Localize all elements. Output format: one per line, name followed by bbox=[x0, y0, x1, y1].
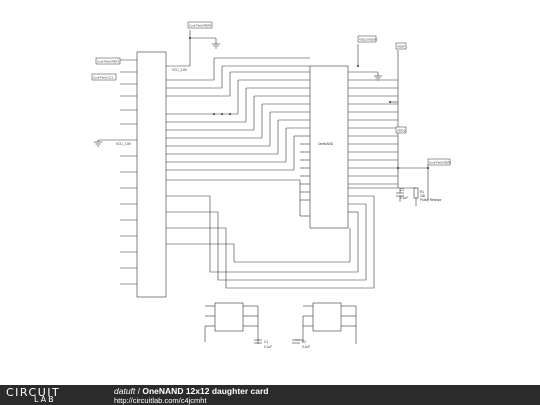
logo-text-bottom: LAB bbox=[34, 395, 56, 404]
cap1-value: 0.1uF bbox=[264, 345, 272, 349]
ic1-body bbox=[136, 51, 167, 298]
net-label-cc1: Conf Field CC1 bbox=[93, 76, 114, 80]
logo-text-top: CIRCUIT bbox=[6, 386, 61, 399]
net-labels: Conf Field REF0 Conf Field REF1 Conf Fie… bbox=[93, 24, 452, 165]
circuit-url[interactable]: http://circuitlab.com/c4jcmht bbox=[114, 396, 207, 405]
cap3-ref: C3 bbox=[400, 188, 404, 192]
net-label-vddf: VDDF bbox=[397, 45, 405, 49]
component-labels: VCC_1.8V VCC_1.8V OneNAND C3 0.1uF R1 10… bbox=[116, 68, 442, 349]
circuit-title: datuft / OneNAND 12x12 daughter card bbox=[114, 386, 269, 396]
ic2-left-pins bbox=[300, 143, 310, 201]
ic2-body bbox=[309, 65, 349, 229]
cap1-ref: C1 bbox=[264, 340, 268, 344]
bottom-wiring bbox=[204, 305, 357, 344]
ic1-right-pins bbox=[166, 65, 294, 171]
ic4-body bbox=[312, 302, 342, 332]
circuit-name: OneNAND 12x12 daughter card bbox=[142, 386, 269, 396]
schematic-drawing: Conf Field REF0 Conf Field REF1 Conf Fie… bbox=[91, 21, 452, 349]
net-label-vddq: VDDQ bbox=[397, 129, 406, 133]
net-flags bbox=[91, 21, 451, 166]
ic2-part-label: OneNAND bbox=[318, 142, 334, 146]
schematic-canvas: Conf Field REF0 Conf Field REF1 Conf Fie… bbox=[91, 21, 452, 349]
ic2-right-pins bbox=[348, 44, 429, 200]
title-separator: / bbox=[135, 386, 143, 396]
net-label-vdd1: VDD1/VDDIO bbox=[359, 38, 378, 42]
author-link[interactable]: datuft bbox=[114, 386, 136, 396]
footer-bar: CIRCUIT LAB datuft / OneNAND 12x12 daugh… bbox=[0, 385, 540, 405]
ic3-body bbox=[214, 302, 244, 332]
cap2-value: 0.1uF bbox=[302, 345, 310, 349]
ic1-top-label: VCC_1.8V bbox=[172, 68, 188, 72]
net-label-ref0: Conf Field REF0 bbox=[189, 24, 212, 28]
pullup-value: 10k bbox=[420, 194, 426, 198]
bus-lines bbox=[166, 30, 375, 289]
right-passives bbox=[396, 187, 419, 206]
ic1-left-pins bbox=[120, 59, 137, 285]
pullup-ref: R1 bbox=[420, 190, 424, 194]
cap2-ref: C2 bbox=[302, 340, 306, 344]
pullup-note: Pullup Resistor bbox=[420, 198, 442, 202]
net-label-ref1: Conf Field REF1 bbox=[97, 60, 120, 64]
ground-symbols bbox=[94, 37, 382, 147]
ic1-power-label: VCC_1.8V bbox=[116, 142, 132, 146]
circuitlab-logo[interactable]: CIRCUIT LAB bbox=[6, 385, 106, 405]
junction-dots bbox=[189, 37, 429, 169]
net-label-ref2: Conf Field REF2 bbox=[429, 161, 452, 165]
cap3-value: 0.1uF bbox=[400, 196, 408, 200]
